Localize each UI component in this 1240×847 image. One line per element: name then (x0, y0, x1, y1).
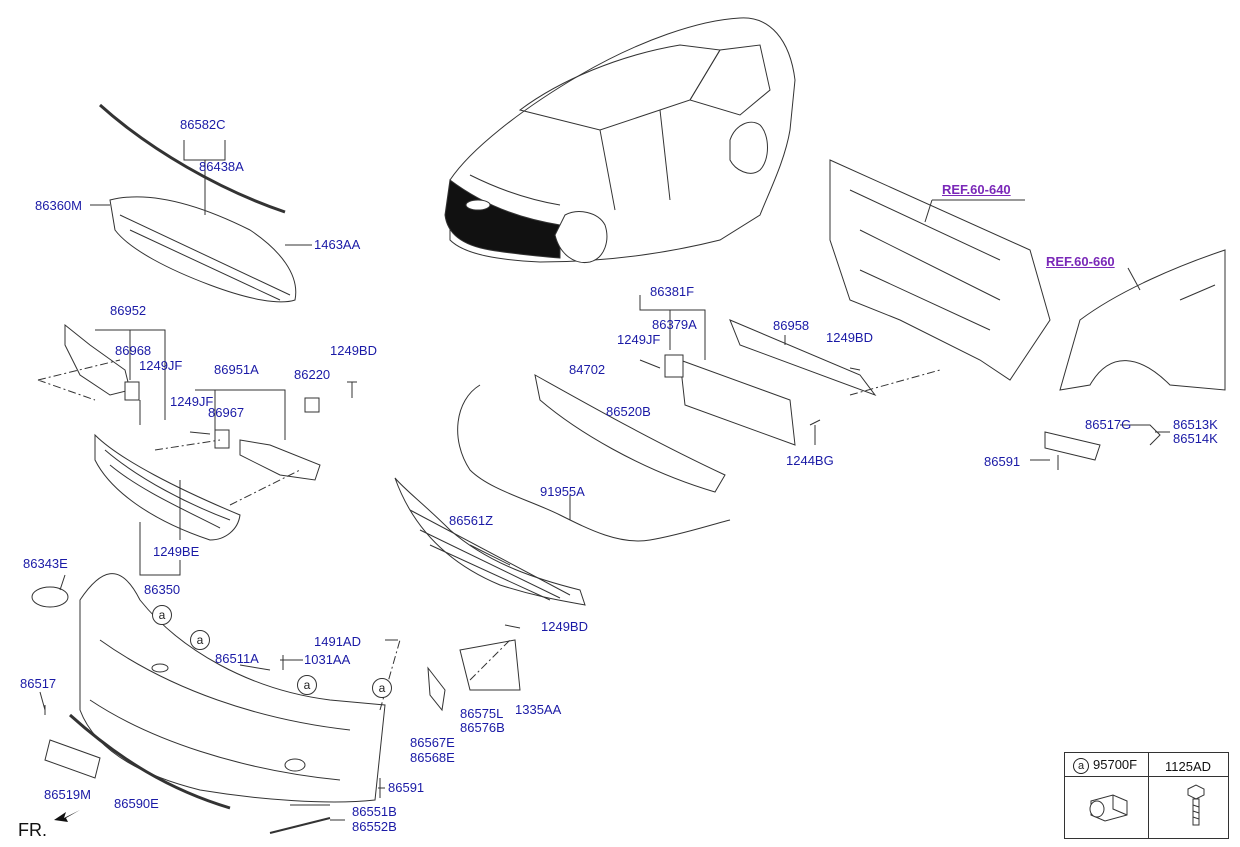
bracket-86951A (239, 439, 321, 481)
duct-86958 (729, 319, 877, 397)
label-1031AA[interactable]: 1031AA (304, 652, 351, 667)
label-86514K[interactable]: 86514K (1173, 431, 1218, 446)
label-1249BE[interactable]: 1249BE (153, 544, 200, 559)
label-1249JF-a[interactable]: 1249JF (139, 358, 183, 373)
front-arrow-icon (54, 810, 80, 822)
label-86220[interactable]: 86220 (294, 367, 331, 382)
label-86591-b[interactable]: 86591 (984, 454, 1021, 469)
label-86379A[interactable]: 86379A (652, 317, 697, 332)
label-1249JF-b[interactable]: 1249JF (170, 394, 214, 409)
sensor-icon (1089, 794, 1128, 822)
label-91955A[interactable]: 91955A (540, 484, 585, 499)
label-86381F[interactable]: 86381F (650, 284, 695, 299)
label-86519M[interactable]: 86519M (44, 787, 91, 802)
label-86567E[interactable]: 86567E (410, 735, 455, 750)
ref-60-640[interactable]: REF.60-640 (942, 182, 1011, 197)
legend-col1-header: a 95700F (1073, 757, 1137, 774)
legend-col2-label: 1125AD (1165, 759, 1212, 774)
label-1249BD-b[interactable]: 1249BD (541, 619, 588, 634)
label-86343E[interactable]: 86343E (23, 556, 68, 571)
bracket-86513K (1044, 431, 1101, 461)
label-84702[interactable]: 84702 (569, 362, 606, 377)
label-86520B[interactable]: 86520B (606, 404, 651, 419)
lower-grille-86561Z (394, 477, 586, 606)
label-86575L[interactable]: 86575L (460, 706, 504, 721)
callout-a-3: a (297, 675, 317, 695)
label-1463AA[interactable]: 1463AA (314, 237, 361, 252)
air-guide-86381F (679, 359, 796, 446)
car-illustration (444, 17, 796, 264)
callout-a-1: a (152, 605, 172, 625)
lip-86590E (68, 713, 231, 810)
label-86576B[interactable]: 86576B (460, 720, 505, 735)
label-86591-a[interactable]: 86591 (388, 780, 425, 795)
label-86511A[interactable]: 86511A (215, 651, 259, 666)
legend-divider-horizontal (1065, 776, 1228, 777)
ref-60-660[interactable]: REF.60-660 (1046, 254, 1115, 269)
fasteners (44, 359, 1059, 798)
label-86967[interactable]: 86967 (208, 405, 245, 420)
absorber-86520B (534, 374, 726, 493)
bracket-86575L (459, 639, 521, 691)
harness-91955A (457, 384, 731, 542)
fender-ref-60-660 (1059, 249, 1226, 391)
callout-a-4: a (372, 678, 392, 698)
fastener-legend-table: a 95700F 1125AD (1064, 752, 1229, 839)
grille-86350 (94, 433, 241, 541)
label-86582C[interactable]: 86582C (180, 117, 226, 132)
label-1244BG[interactable]: 1244BG (786, 453, 834, 468)
legend-col1-label[interactable]: 95700F (1093, 757, 1138, 772)
label-86958[interactable]: 86958 (773, 318, 810, 333)
callout-a-2: a (190, 630, 210, 650)
strip-86551B (269, 817, 331, 834)
label-86551B[interactable]: 86551B (352, 804, 397, 819)
label-86513K[interactable]: 86513K (1173, 417, 1218, 432)
label-86590E[interactable]: 86590E (114, 796, 159, 811)
bracket-86952 (64, 323, 131, 396)
label-86568E[interactable]: 86568E (410, 750, 455, 765)
molding-86582C (98, 103, 286, 214)
bracket-86567E (427, 666, 446, 712)
label-86951A[interactable]: 86951A (214, 362, 259, 377)
label-86552B[interactable]: 86552B (352, 819, 397, 834)
bumper-cover-86511A (79, 573, 386, 803)
front-label: FR. (18, 820, 47, 840)
front-direction-indicator: FR. (18, 810, 80, 841)
legend-divider-vertical (1148, 753, 1149, 838)
label-86438A[interactable]: 86438A (199, 159, 244, 174)
label-86561Z[interactable]: 86561Z (449, 513, 494, 528)
label-86517[interactable]: 86517 (20, 676, 57, 691)
legend-col2-header[interactable]: 1125AD (1165, 759, 1211, 774)
label-1249BD-a[interactable]: 1249BD (330, 343, 377, 358)
bolt-icon (1187, 784, 1205, 826)
label-1249JF-c[interactable]: 1249JF (617, 332, 661, 347)
label-86968[interactable]: 86968 (115, 343, 152, 358)
cover-86360M (109, 196, 297, 303)
label-86360M[interactable]: 86360M (35, 198, 82, 213)
plate-86519M (44, 739, 101, 779)
label-1335AA[interactable]: 1335AA (515, 702, 562, 717)
legend-marker: a (1073, 757, 1089, 774)
emblem-86343E (31, 586, 69, 608)
label-86517G[interactable]: 86517G (1085, 417, 1132, 432)
label-86952[interactable]: 86952 (110, 303, 147, 318)
label-86350[interactable]: 86350 (144, 582, 181, 597)
label-1249BD-c[interactable]: 1249BD (826, 330, 873, 345)
label-1491AD[interactable]: 1491AD (314, 634, 361, 649)
